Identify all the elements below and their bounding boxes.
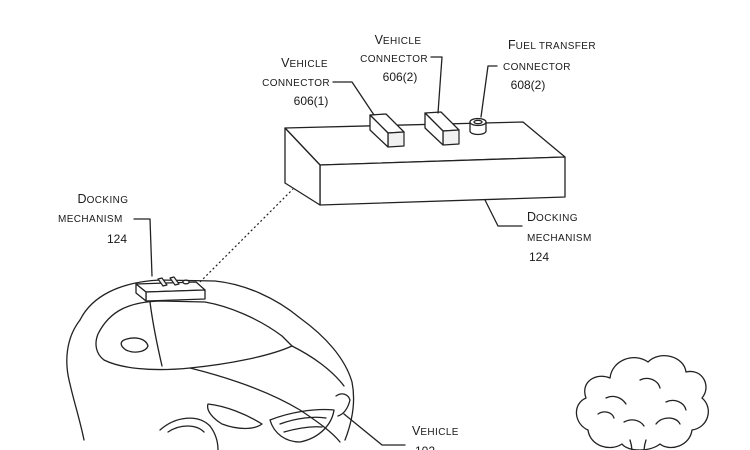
svg-text:FUEL TRANSFER: FUEL TRANSFER [508, 38, 596, 52]
svg-text:MECHANISM: MECHANISM [58, 214, 123, 225]
docking-mechanism-on-roof [135, 276, 206, 302]
svg-text:CONNECTOR: CONNECTOR [360, 54, 428, 65]
svg-text:606(1): 606(1) [294, 94, 329, 108]
label-vehicle-connector-606-1: VEHICLE CONNECTOR 606(1) [262, 56, 330, 108]
leader-vc2 [430, 56, 443, 114]
svg-text:MECHANISM: MECHANISM [527, 233, 592, 244]
svg-text:VEHICLE: VEHICLE [281, 56, 328, 70]
svg-text:DOCKING: DOCKING [527, 210, 578, 224]
leader-dock-right [484, 199, 523, 227]
docking-mechanism-enlarged [284, 111, 566, 206]
leader-vehicle [343, 413, 406, 446]
svg-text:VEHICLE: VEHICLE [375, 33, 422, 47]
label-vehicle-connector-606-2: VEHICLE CONNECTOR 606(2) [360, 33, 428, 84]
tree-icon [575, 355, 709, 450]
leader-vc1 [332, 81, 375, 116]
svg-text:102: 102 [415, 444, 435, 450]
vehicle-connector-606-1 [369, 113, 405, 148]
label-docking-mechanism-left: DOCKING MECHANISM 124 [58, 192, 128, 246]
svg-text:608(2): 608(2) [511, 78, 546, 92]
label-vehicle-102: VEHICLE 102 [412, 424, 459, 450]
svg-text:DOCKING: DOCKING [78, 192, 129, 206]
svg-text:CONNECTOR: CONNECTOR [503, 62, 571, 73]
vehicle-102 [66, 279, 355, 450]
vehicle-connector-606-2 [424, 111, 460, 146]
svg-text:124: 124 [107, 232, 127, 246]
label-docking-mechanism-right: DOCKING MECHANISM 124 [527, 210, 592, 264]
svg-text:124: 124 [529, 250, 549, 264]
svg-text:CONNECTOR: CONNECTOR [262, 78, 330, 89]
dock-front-face [319, 156, 566, 206]
fuel-transfer-connector-608-2 [469, 117, 487, 136]
leader-dock-left [133, 218, 153, 277]
svg-text:VEHICLE: VEHICLE [412, 424, 459, 438]
leader-ftc [480, 65, 498, 118]
enlargement-dotted-line [199, 188, 294, 283]
label-fuel-transfer-connector-608-2: FUEL TRANSFER CONNECTOR 608(2) [503, 38, 596, 92]
dock-side-face [284, 127, 321, 206]
svg-text:606(2): 606(2) [383, 70, 418, 84]
